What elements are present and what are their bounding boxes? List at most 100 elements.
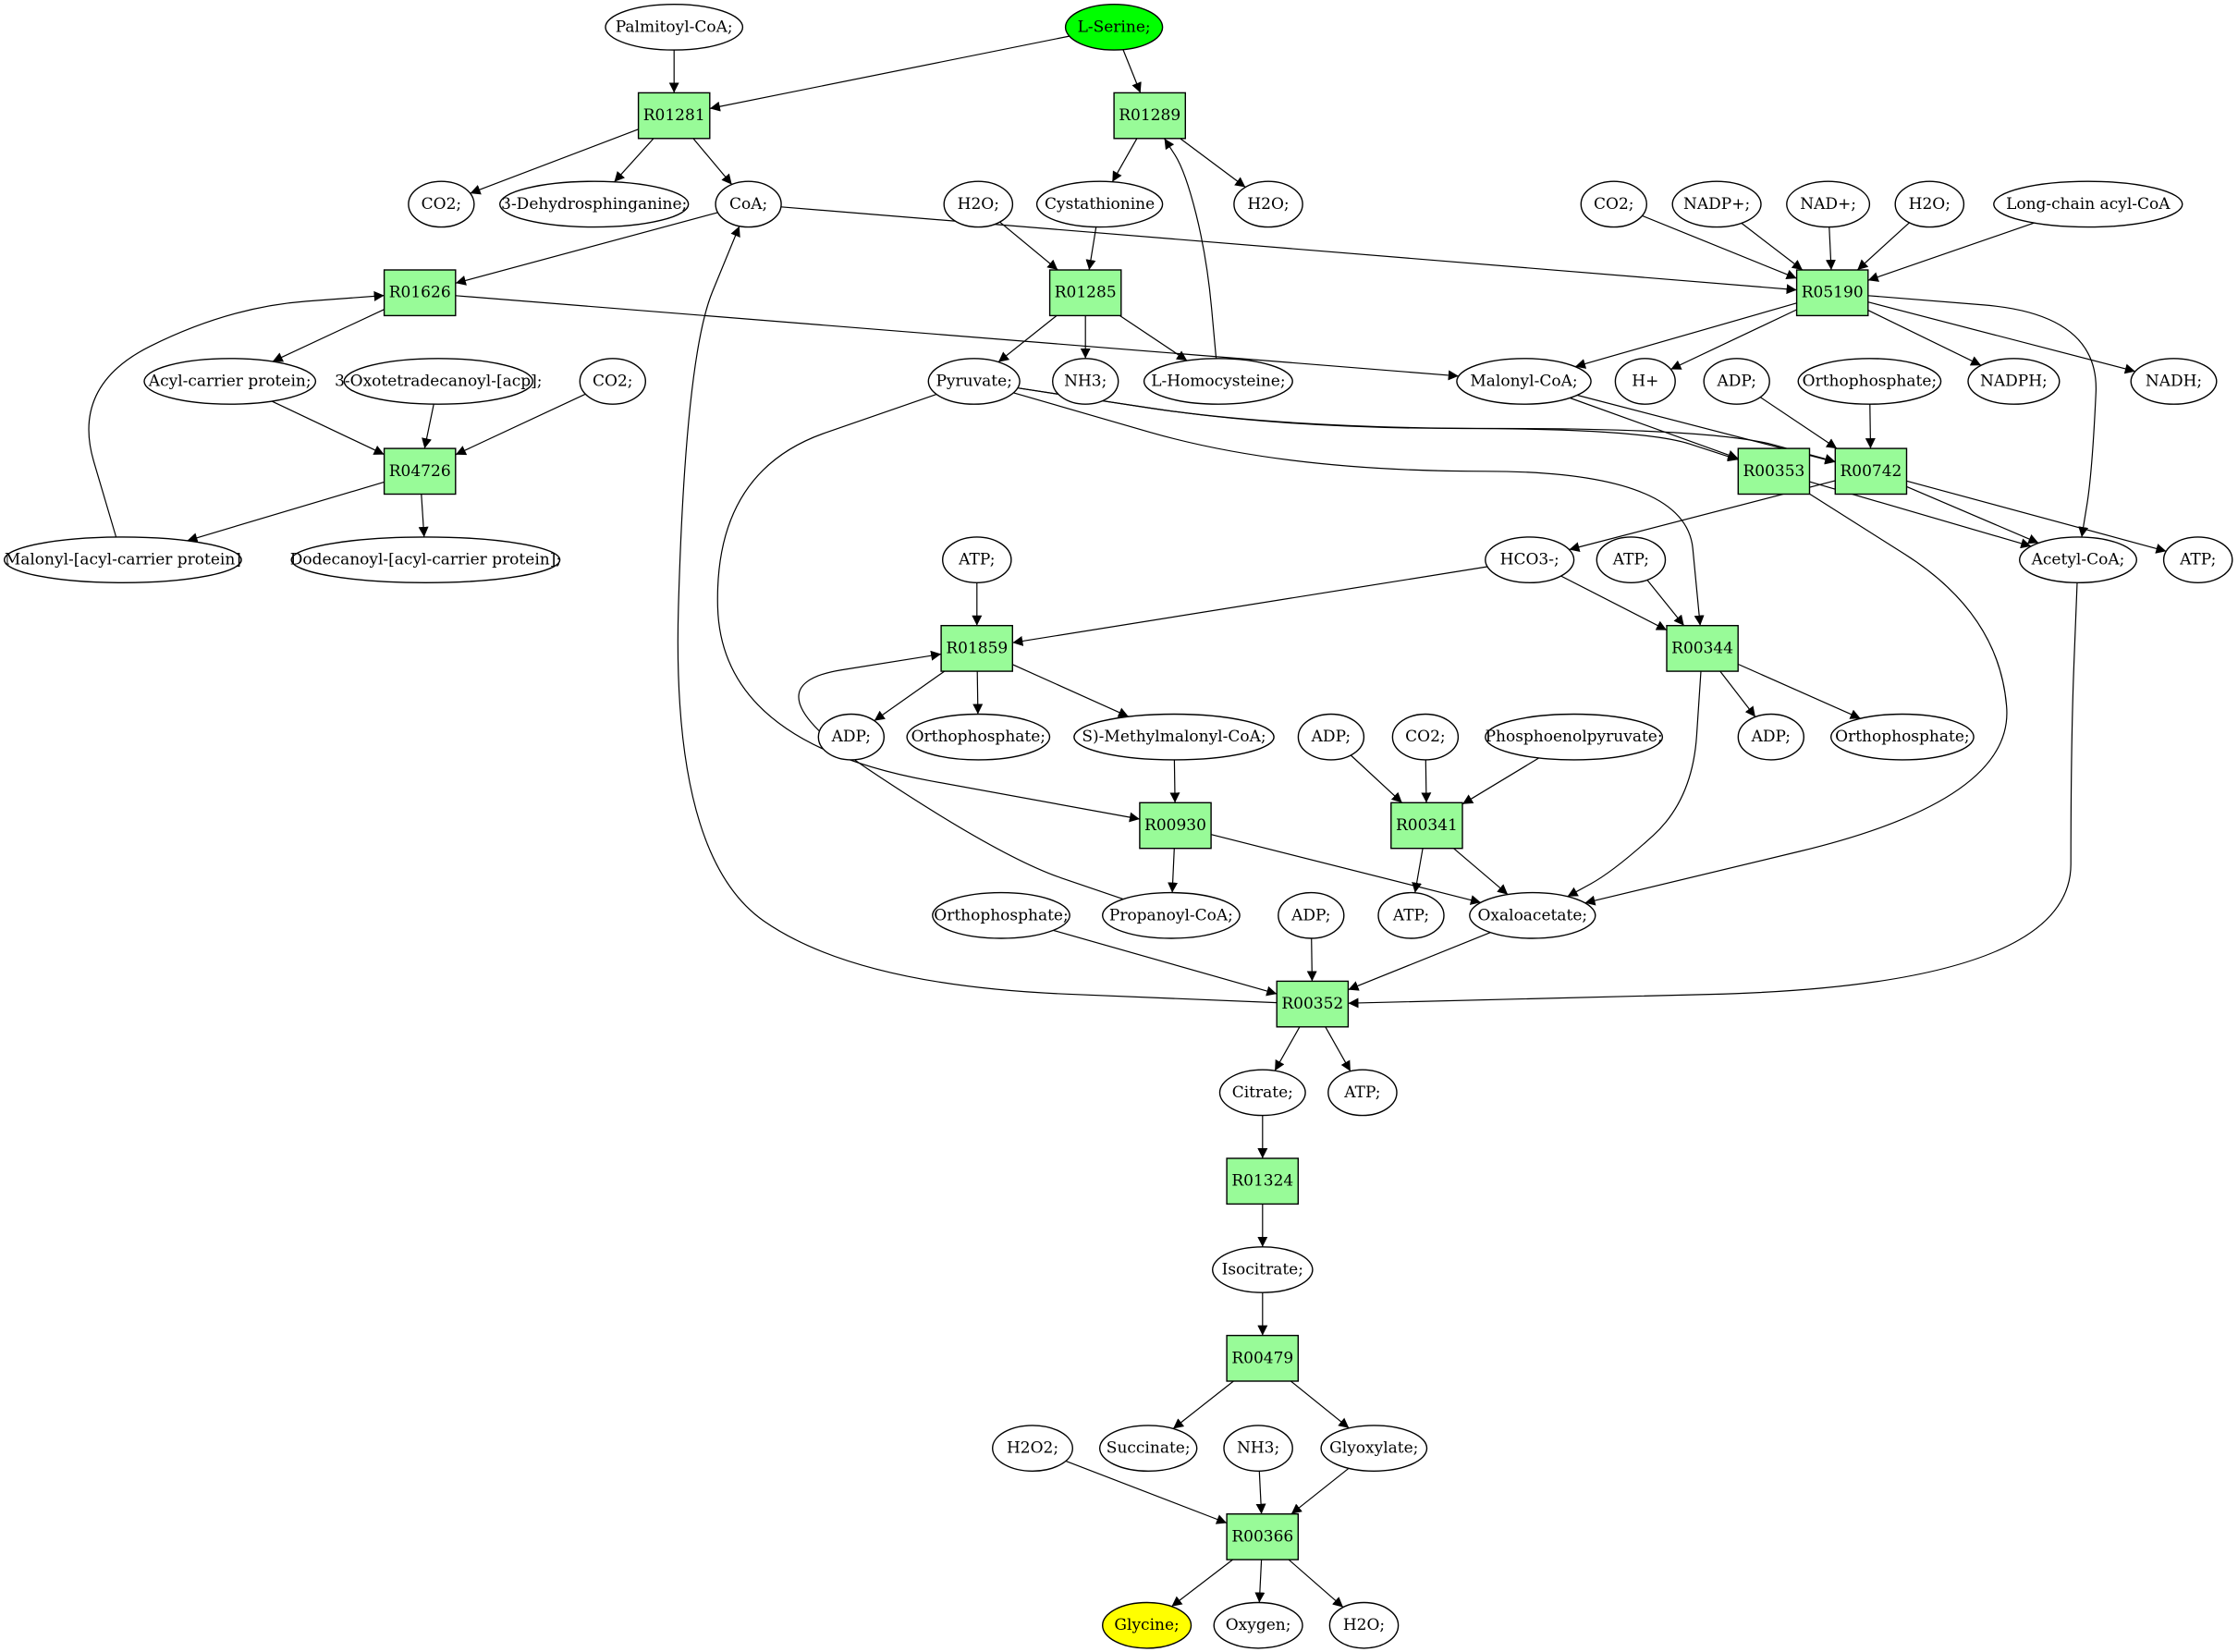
- compound-node-ortho_b: Orthophosphate;: [906, 713, 1051, 761]
- reaction-node-R00930: R00930: [1139, 802, 1212, 850]
- node-label: Oxaloacetate;: [1477, 906, 1587, 924]
- node-label: Orthophosphate;: [1803, 373, 1937, 391]
- compound-node-co2_b: CO2;: [1580, 180, 1648, 228]
- compound-node-nh3_b: NH3;: [1223, 1425, 1293, 1473]
- reaction-node-R04726: R04726: [383, 447, 457, 496]
- edge-pyruvate-to-R00742: [1017, 387, 1836, 464]
- edge-ortho_d-to-R00352: [1053, 929, 1278, 997]
- edge-R01859-to-adp_b: [874, 670, 946, 722]
- edge-hco3-to-R01859: [1012, 566, 1487, 646]
- node-label: ADP;: [831, 728, 871, 746]
- node-label: R00341: [1396, 816, 1458, 835]
- compound-node-h2o_d: H2O;: [1328, 1601, 1400, 1649]
- edge-R01626-to-acp: [272, 309, 385, 362]
- node-shape: [1223, 1425, 1293, 1473]
- node-label: R01324: [1231, 1172, 1293, 1191]
- compound-node-acp: Acyl-carrier protein;: [143, 358, 317, 405]
- edge-coa-to-R01626: [455, 212, 718, 286]
- compound-node-homocys: L-Homocysteine;: [1143, 358, 1293, 405]
- edge-R00479-to-succinate: [1172, 1380, 1234, 1429]
- edge-propanoyl-to-R01859: [798, 650, 1124, 900]
- node-label: ADP;: [1751, 728, 1791, 746]
- node-label: Orthophosphate;: [911, 728, 1046, 746]
- node-label: H2O2;: [1007, 1439, 1058, 1458]
- edge-R00366-to-glycine: [1171, 1559, 1233, 1608]
- node-shape: [383, 447, 457, 496]
- edge-nadpplus-to-R05190: [1741, 222, 1804, 271]
- compound-node-ortho_d: Orthophosphate;: [932, 891, 1070, 939]
- node-shape: [1737, 447, 1811, 496]
- edge-cysta-to-R01285: [1085, 226, 1097, 271]
- compound-node-glycine: Glycine;: [1101, 1601, 1192, 1649]
- node-shape: [1894, 180, 1965, 228]
- node-label: CO2;: [1594, 195, 1634, 214]
- node-shape: [1051, 358, 1119, 405]
- compound-node-oxygen: Oxygen;: [1213, 1601, 1303, 1649]
- node-label: Oxygen;: [1226, 1616, 1291, 1634]
- node-shape: [940, 625, 1013, 672]
- node-shape: [1377, 891, 1445, 939]
- edge-co2_c-to-R04726: [455, 393, 586, 456]
- reaction-node-R01324: R01324: [1226, 1157, 1299, 1205]
- node-shape: [408, 180, 475, 228]
- node-label: Malonyl-CoA;: [1470, 373, 1577, 391]
- compound-node-nadpplus: NADP+;: [1671, 180, 1762, 228]
- node-shape: [943, 180, 1014, 228]
- node-shape: [1278, 891, 1345, 939]
- node-label: Glycine;: [1114, 1616, 1179, 1634]
- edge-malonylacp-to-R01626: [88, 290, 385, 538]
- node-shape: [2130, 358, 2218, 405]
- compound-node-adp_a: ADP;: [1703, 358, 1770, 405]
- node-shape: [1328, 1601, 1400, 1649]
- reaction-node-R00479: R00479: [1226, 1334, 1299, 1382]
- edge-atp_b-to-R00344: [1646, 580, 1685, 627]
- node-shape: [715, 180, 782, 228]
- edge-R01285-to-homocys: [1119, 314, 1188, 361]
- node-label: Glyoxylate;: [1329, 1439, 1418, 1458]
- compound-node-pep: Phosphoenolpyruvate;: [1485, 713, 1664, 761]
- edge-R05190-to-acetylcoa: [1867, 295, 2097, 538]
- node-label: Acetyl-CoA;: [2031, 551, 2125, 569]
- node-shape: [1320, 1425, 1428, 1473]
- node-label: ATP;: [2179, 551, 2216, 569]
- node-shape: [1139, 802, 1212, 850]
- reaction-node-R00366: R00366: [1226, 1512, 1299, 1560]
- node-label: NH3;: [1064, 373, 1107, 391]
- node-label: R01626: [389, 284, 451, 302]
- edge-adp_c-to-R00341: [1350, 754, 1403, 803]
- node-label: Citrate;: [1232, 1083, 1293, 1102]
- node-shape: [2018, 536, 2137, 583]
- edge-R00930-to-oxaloacetate: [1211, 834, 1482, 905]
- node-shape: [637, 92, 711, 140]
- compound-node-atp_b: ATP;: [1596, 536, 1667, 583]
- edge-nh3_b-to-R00366: [1255, 1471, 1266, 1514]
- node-label: ATP;: [958, 551, 995, 569]
- reaction-node-R01281: R01281: [637, 92, 711, 140]
- edge-R00742-to-atp_c: [1906, 480, 2167, 554]
- node-label: L-Homocysteine;: [1151, 373, 1285, 391]
- node-label: R00479: [1231, 1349, 1293, 1367]
- edge-R01289-to-cysta: [1111, 138, 1138, 182]
- node-label: ADP;: [1716, 373, 1755, 391]
- node-label: Propanoyl-CoA;: [1109, 906, 1233, 924]
- reaction-node-R00341: R00341: [1390, 802, 1463, 850]
- node-shape: [1073, 713, 1275, 761]
- node-shape: [991, 1425, 1073, 1473]
- node-shape: [383, 269, 457, 317]
- edge-R00344-to-adp_d: [1719, 670, 1756, 717]
- node-shape: [1064, 3, 1164, 51]
- compound-node-glyoxylate: Glyoxylate;: [1320, 1425, 1428, 1473]
- node-label: Pyruvate;: [936, 373, 1011, 391]
- node-shape: [1226, 1512, 1299, 1560]
- edge-longchain-to-R05190: [1867, 222, 2035, 282]
- node-label: R00742: [1840, 462, 1902, 481]
- compound-node-propanoyl: Propanoyl-CoA;: [1102, 891, 1241, 939]
- compound-node-acetylcoa: Acetyl-CoA;: [2018, 536, 2137, 583]
- edge-R01626-to-malonylcoa: [455, 295, 1459, 381]
- edge-R01289-to-h2o_b: [1180, 138, 1246, 188]
- edge-R00344-to-ortho_c: [1738, 663, 1861, 719]
- node-label: NADP+;: [1683, 195, 1750, 214]
- node-label: R00344: [1671, 639, 1733, 657]
- edge-glyoxylate-to-R00366: [1290, 1467, 1350, 1515]
